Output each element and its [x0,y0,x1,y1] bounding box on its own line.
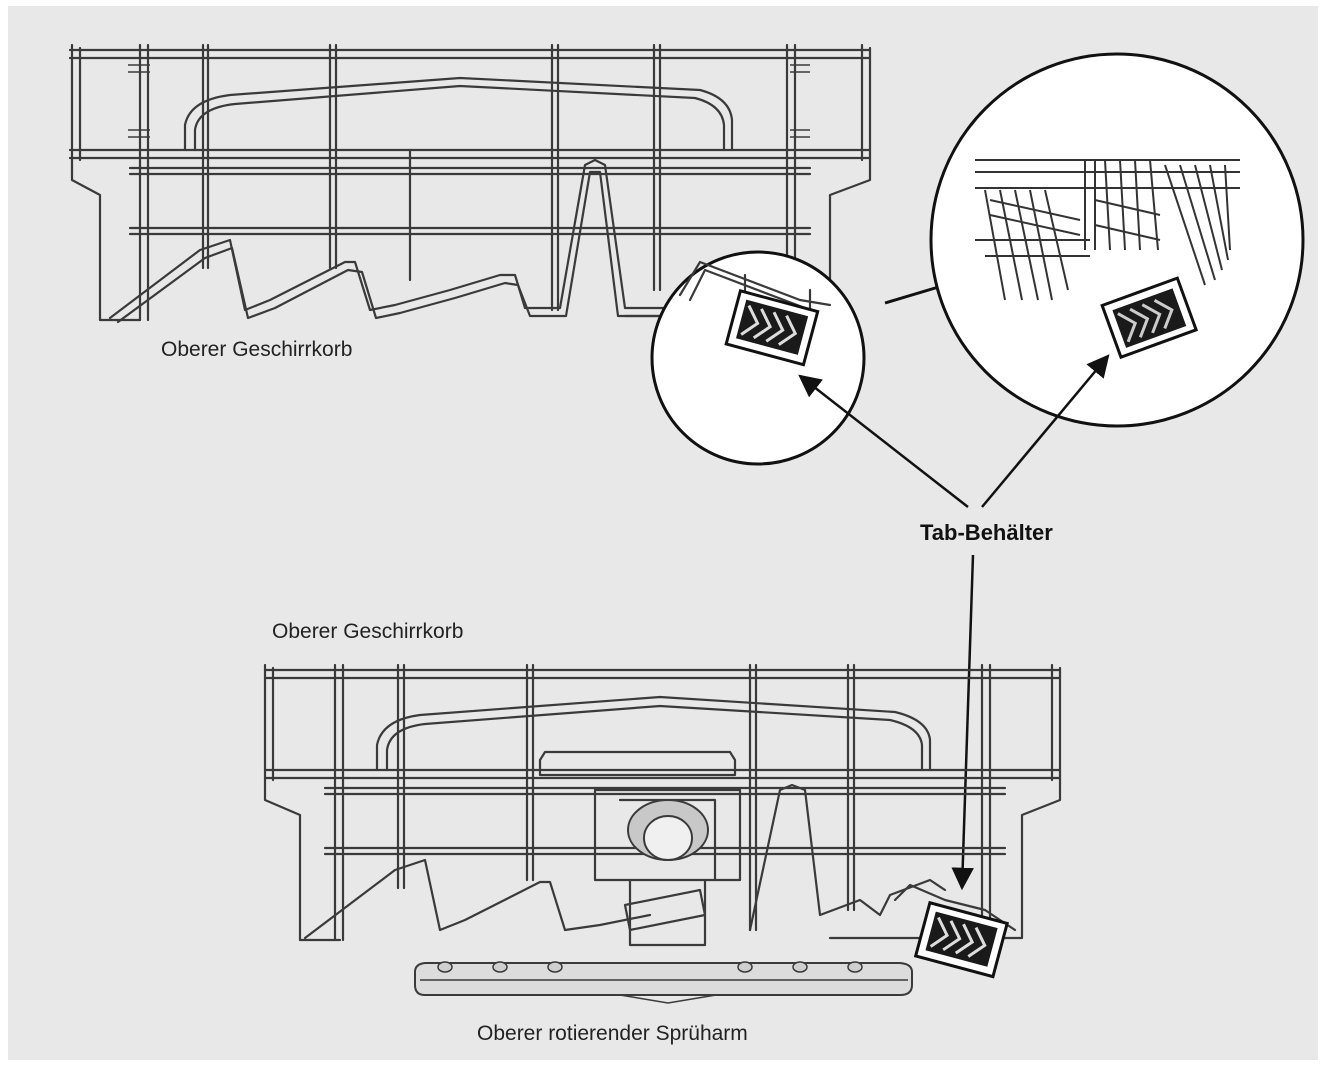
bottom-basket-drawing [263,663,1062,1004]
bottom-basket-label: Oberer Geschirrkorb [272,620,464,643]
spray-arm-label: Oberer rotierender Sprüharm [477,1022,748,1045]
callout-arrows [798,354,1110,891]
top-basket-label: Oberer Geschirrkorb [161,338,353,361]
top-basket-drawing [68,43,872,324]
tab-holder-label: Tab-Behälter [920,520,1053,545]
zoom-circle-large [929,52,1305,428]
zoom-circle-small [650,250,866,466]
